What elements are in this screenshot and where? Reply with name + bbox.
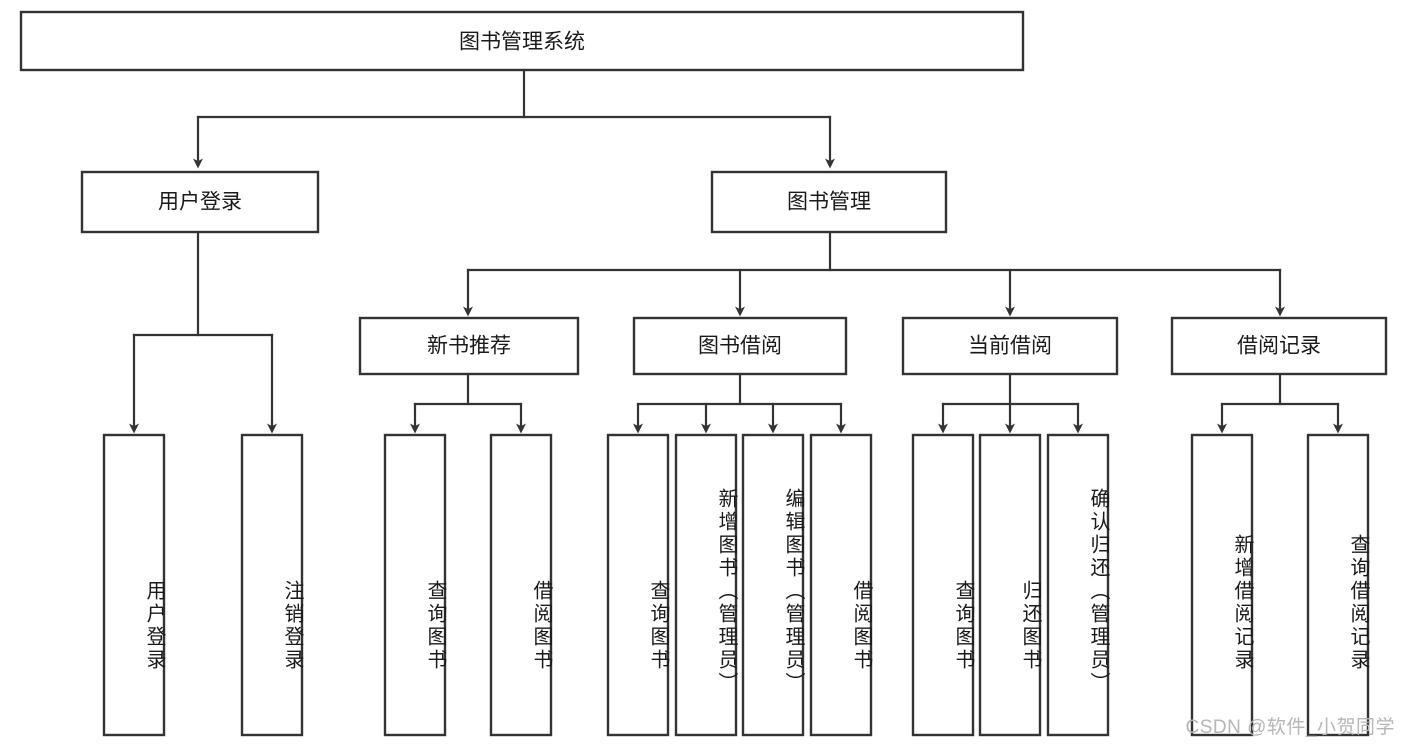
leaf-box-edit-book[interactable] [741, 433, 805, 737]
leaf-box-query-book-2[interactable] [606, 433, 670, 737]
leaf-boxes-group [102, 433, 1370, 737]
node-book-borrow-label: 图书借阅 [698, 335, 782, 358]
leaf-box-query-book-3[interactable] [911, 433, 975, 737]
leaf-box-add-book[interactable] [674, 433, 738, 737]
node-book-borrow-box[interactable] [632, 316, 848, 376]
node-current-borrow[interactable]: 当前借阅 [901, 316, 1119, 376]
node-current-borrow-label: 当前借阅 [968, 335, 1052, 358]
node-new-book-recommend[interactable]: 新书推荐 [358, 316, 580, 376]
csdn-watermark: CSDN @软件_小贺同学 [1185, 717, 1395, 738]
leaf-box-query-record[interactable] [1306, 433, 1370, 737]
node-user-login[interactable]: 用户登录 [80, 170, 320, 234]
node-book-manage-box[interactable] [710, 170, 948, 234]
node-user-login-label: 用户登录 [158, 191, 242, 214]
node-borrow-record[interactable]: 借阅记录 [1170, 316, 1388, 376]
node-user-login-box[interactable] [80, 170, 320, 234]
leaf-box-user-login[interactable] [102, 433, 166, 737]
node-root-box[interactable] [19, 10, 1025, 72]
node-book-borrow[interactable]: 图书借阅 [632, 316, 848, 376]
node-current-borrow-box[interactable] [901, 316, 1119, 376]
node-book-manage[interactable]: 图书管理 [710, 170, 948, 234]
node-book-manage-label: 图书管理 [787, 191, 871, 214]
node-new-book-recommend-label: 新书推荐 [427, 335, 511, 358]
node-new-book-recommend-box[interactable] [358, 316, 580, 376]
node-borrow-record-box[interactable] [1170, 316, 1388, 376]
connectors-group [129, 68, 1343, 434]
node-root[interactable]: 图书管理系统 [19, 10, 1025, 72]
node-borrow-record-label: 借阅记录 [1237, 335, 1321, 358]
leaf-box-query-book-1[interactable] [383, 433, 447, 737]
leaf-box-return-book[interactable] [978, 433, 1042, 737]
leaf-box-borrow-book-2[interactable] [809, 433, 873, 737]
node-root-label: 图书管理系统 [459, 31, 585, 54]
leaf-box-add-record[interactable] [1190, 433, 1254, 737]
leaf-box-user-logout[interactable] [240, 433, 304, 737]
leaf-box-confirm-return[interactable] [1046, 433, 1110, 737]
leaf-box-borrow-book-1[interactable] [489, 433, 553, 737]
